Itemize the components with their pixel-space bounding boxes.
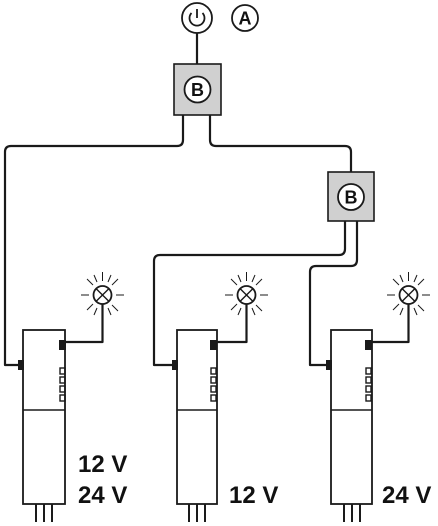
voltage-label-3: 24 V [382, 482, 431, 509]
lamp-2-wire [213, 304, 248, 344]
hub-to-driver-2-wire [152, 221, 347, 367]
label-a-text: A [239, 9, 252, 29]
led-driver-3 [326, 329, 373, 522]
label-a-badge: A [231, 4, 259, 32]
hub-to-driver-1-wire [3, 115, 185, 367]
power-switch-icon [181, 2, 213, 34]
lamp-3-wire [368, 304, 410, 344]
voltage-label-1b: 24 V [78, 482, 127, 509]
lamp-1-wire [62, 304, 104, 344]
voltage-label-2: 12 V [229, 482, 278, 509]
hub-to-driver-3-wire [308, 221, 359, 367]
hub-top-label: B [191, 80, 204, 100]
hub-right-label: B [345, 188, 358, 208]
lamp-icon-1 [81, 272, 124, 318]
led-driver-2 [172, 329, 218, 522]
hub-to-hub-wire [208, 115, 353, 172]
hub-top: B [173, 63, 222, 116]
voltage-label-1a: 12 V [78, 451, 127, 478]
hub-right: B [327, 171, 375, 222]
lamp-icon-3 [387, 272, 430, 318]
led-driver-1 [18, 329, 66, 522]
